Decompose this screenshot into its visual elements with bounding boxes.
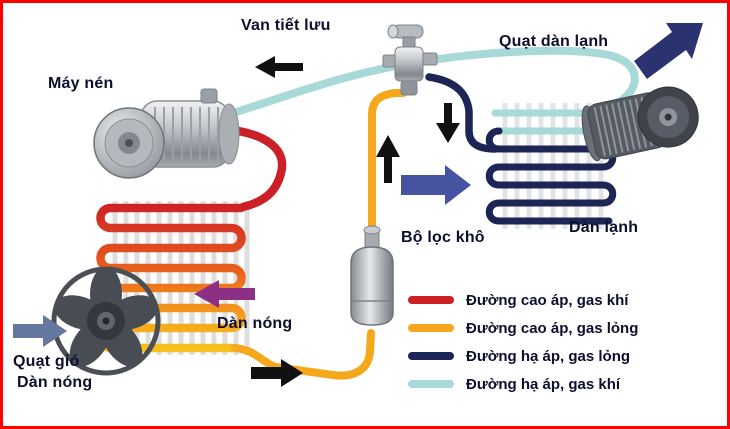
air-arrow-evaporator-in [401, 165, 471, 205]
expansion-valve-graphic [382, 24, 438, 96]
legend-swatch-high-pressure-liquid [408, 324, 454, 332]
flow-arrow-to-valve [376, 135, 400, 183]
refrigeration-cycle-diagram [13, 23, 703, 387]
legend-row-high-pressure-liquid: Đường cao áp, gas lỏng [408, 314, 638, 342]
receiver-drier-graphic [350, 225, 394, 326]
air-arrow-evaporator-out [634, 23, 703, 79]
legend-swatch-low-pressure-liquid [408, 352, 454, 360]
legend-row-low-pressure-gas: Đường hạ áp, gas khí [408, 370, 638, 398]
evaporator-blower-graphic [581, 86, 699, 162]
label-condenser-fan-line1: Quạt gió [13, 353, 80, 370]
flow-arrow-to-compressor [255, 56, 303, 78]
flow-arrow-to-evaporator [436, 103, 460, 143]
pipe-high-pressure-liquid [231, 329, 375, 380]
condenser-coil [96, 203, 246, 353]
pipe-low-pressure-gas [229, 46, 639, 117]
label-compressor: Máy nén [48, 75, 114, 92]
legend-swatch-high-pressure-gas [408, 296, 454, 304]
legend-row-high-pressure-gas: Đường cao áp, gas khí [408, 286, 638, 314]
compressor-graphic [93, 88, 240, 179]
flow-arrow-to-drier [251, 359, 303, 387]
label-evaporator: Dàn lạnh [569, 219, 639, 236]
air-arrow-condenser [194, 280, 255, 308]
pipe-low-pressure-liquid [425, 73, 499, 153]
label-receiver-drier: Bộ lọc khô [401, 229, 485, 246]
evaporator-coil [485, 127, 617, 225]
legend-label-high-pressure-gas: Đường cao áp, gas khí [466, 291, 629, 309]
legend-row-low-pressure-liquid: Đường hạ áp, gas lỏng [408, 342, 638, 370]
label-condenser-fan-line2: Dàn nóng [17, 374, 93, 391]
condenser-fan-graphic [51, 266, 161, 376]
label-evaporator-fan: Quạt dàn lạnh [499, 33, 609, 50]
legend-label-low-pressure-liquid: Đường hạ áp, gas lỏng [466, 347, 631, 365]
pipe-high-pressure-gas [218, 124, 287, 212]
pipe-high-pressure-liquid-riser [368, 89, 407, 247]
label-expansion-valve: Van tiết lưu [241, 17, 331, 34]
legend-swatch-low-pressure-gas [408, 380, 454, 388]
legend-label-high-pressure-liquid: Đường cao áp, gas lỏng [466, 319, 639, 337]
air-arrow-condenser-fan [13, 315, 67, 347]
label-condenser: Dàn nóng [217, 315, 293, 332]
legend-label-low-pressure-gas: Đường hạ áp, gas khí [466, 375, 621, 393]
legend: Đường cao áp, gas khí Đường cao áp, gas … [408, 286, 638, 398]
